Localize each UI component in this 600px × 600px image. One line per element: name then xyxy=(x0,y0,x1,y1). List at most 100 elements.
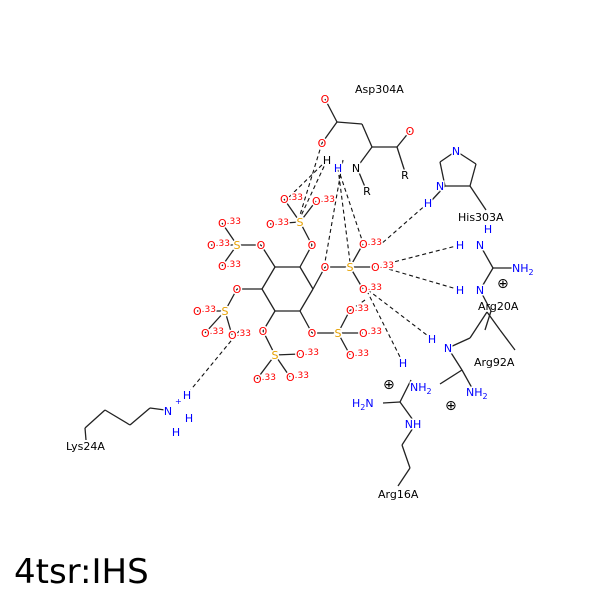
bond xyxy=(439,150,457,163)
atom-n: N xyxy=(476,239,484,252)
atom-o: O.33 xyxy=(228,329,251,342)
amine-nh2-arg20: NH2 xyxy=(512,262,534,277)
bond xyxy=(469,311,488,339)
bond xyxy=(84,427,87,441)
hydrogen-bond xyxy=(183,329,241,399)
atom-s: S xyxy=(272,349,279,362)
atom-o: O.33 xyxy=(280,193,303,206)
bond xyxy=(397,467,411,487)
atom-o: O.33 xyxy=(253,373,276,386)
atom-s: S xyxy=(297,216,304,229)
residue-label-lys24: Lys24A xyxy=(66,440,105,453)
hydrogen-bond xyxy=(337,167,351,263)
bond xyxy=(324,98,338,123)
atom-h: H xyxy=(334,162,342,175)
atom-o: O xyxy=(259,325,268,338)
lys-plus-charge: + xyxy=(175,397,182,406)
atom-s: S xyxy=(335,327,342,340)
residue-label-asp304: Asp304A xyxy=(355,83,404,96)
bond xyxy=(399,379,412,403)
bond xyxy=(221,244,238,267)
bond xyxy=(283,198,301,223)
bond xyxy=(262,310,276,332)
bond xyxy=(299,310,313,334)
bond xyxy=(256,354,276,380)
bond xyxy=(357,146,373,167)
atom-o: O.33 xyxy=(207,239,230,252)
bond xyxy=(149,407,166,411)
bond xyxy=(349,266,364,290)
amine-nh2-arg92: NH2 xyxy=(466,386,488,401)
page-title: 4tsr:IHS xyxy=(14,552,149,592)
bond xyxy=(401,427,414,446)
atom-o: O xyxy=(308,239,317,252)
atom-h: H xyxy=(185,412,193,425)
atom-h: H xyxy=(172,426,180,439)
hydrogen-bond xyxy=(299,159,328,219)
atom-s: S xyxy=(222,305,229,318)
atom-o: O xyxy=(233,283,242,296)
bonds xyxy=(84,98,516,487)
atom-n: N xyxy=(352,162,360,175)
atom-s: S xyxy=(347,261,354,274)
bond xyxy=(321,121,338,144)
bond xyxy=(261,288,276,312)
atom-h: H xyxy=(428,333,436,346)
atom-n: N xyxy=(444,342,452,355)
atom-o: O.33 xyxy=(266,218,289,231)
bond xyxy=(224,310,233,336)
atom-o: O.33 xyxy=(286,371,309,384)
hydrogen-bond xyxy=(324,159,344,263)
atom-n: N xyxy=(436,180,444,193)
bond xyxy=(401,444,411,469)
hydrogen-bond xyxy=(367,292,404,364)
atom-o: O xyxy=(321,261,330,274)
atom-o: O.33 xyxy=(218,260,241,273)
atom-h: H xyxy=(424,197,432,210)
bond xyxy=(461,369,473,389)
bond xyxy=(129,407,151,426)
hydrogen-bond xyxy=(347,299,366,313)
bond xyxy=(484,310,492,331)
bond xyxy=(431,185,446,201)
bond xyxy=(469,163,477,187)
positive-charge-arg20: ⊕ xyxy=(497,276,509,292)
atom-h: H xyxy=(456,284,464,297)
hydrogen-bond xyxy=(285,159,328,201)
bond xyxy=(479,289,492,312)
atom-n: N xyxy=(452,145,460,158)
atom-r: R xyxy=(363,185,371,198)
amine-h2n-arg16: H2N xyxy=(352,397,374,412)
hydrogen-bonds xyxy=(183,142,461,399)
atom-o: O.33 xyxy=(218,217,241,230)
bond xyxy=(274,353,301,356)
atom-h: H xyxy=(456,239,464,252)
bond xyxy=(104,409,131,426)
atom-o: O xyxy=(257,239,266,252)
atom-o: O.33 xyxy=(312,195,335,208)
bond xyxy=(469,185,487,211)
bond xyxy=(447,337,471,349)
bond xyxy=(337,332,351,356)
atom-o: O.33 xyxy=(371,261,394,274)
bond xyxy=(204,310,226,334)
atom-o: O.33 xyxy=(359,238,382,251)
bond xyxy=(382,401,401,404)
atom-o: O.33 xyxy=(193,305,216,318)
atom-o: O xyxy=(406,125,415,138)
atom-o: O.33 xyxy=(296,348,319,361)
atom-h: H xyxy=(183,389,191,402)
bond xyxy=(439,369,463,385)
bond xyxy=(84,409,106,429)
bond xyxy=(269,221,301,225)
atom-o: O.33 xyxy=(346,349,369,362)
bond xyxy=(447,347,463,371)
atom-h: H xyxy=(484,223,492,236)
bond xyxy=(221,222,238,246)
bond xyxy=(299,221,313,246)
hydrogen-bond xyxy=(337,167,363,241)
atom-h: H xyxy=(323,154,331,167)
